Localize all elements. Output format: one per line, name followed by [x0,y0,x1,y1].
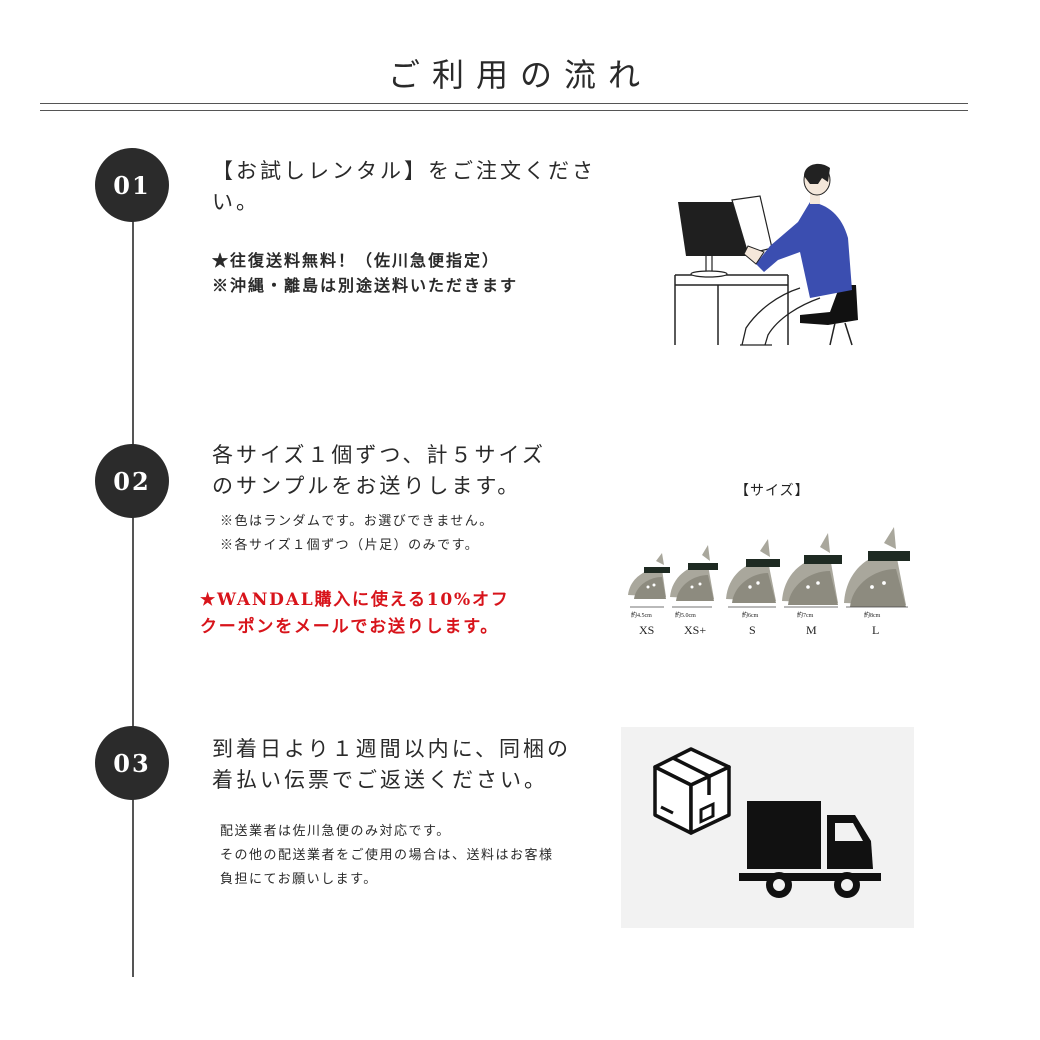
step-3-note-line2: その他の配送業者をご使用の場合は、送料はお客様 [220,848,554,863]
size-label-s: S [749,623,756,637]
size-label-l: L [872,623,880,637]
shipping-illustration-panel [621,727,914,928]
step-2-heading-line1: 各サイズ１個ずつ、計５サイズ [212,443,546,467]
step-1-note-line1: ★往復送料無料！（佐川急便指定） [212,251,501,270]
size-measure-xsplus: 約5.0cm [675,613,696,619]
size-measure-xs: 約4.5cm [631,613,652,619]
step-2-heading: 各サイズ１個ずつ、計５サイズ のサンプルをお送りします。 [212,440,546,502]
step-2-heading-line2: のサンプルをお送りします。 [212,474,522,498]
step-3-heading-line2: 着払い伝票でご返送ください。 [212,768,548,792]
step-1-heading-line1: 【お試しレンタル】をご注文くださ [212,159,596,183]
step-number-02: 02 [95,444,169,518]
step-1-heading: 【お試しレンタル】をご注文くださ い。 [212,156,596,218]
person-at-computer-illustration [674,163,858,346]
page-title: ご利用の流れ [387,56,652,94]
size-measure-l: 約8cm [864,613,881,619]
coupon-promo-line2: クーポンをメールでお送りします。 [200,617,500,637]
size-measure-m: 約7cm [797,613,814,619]
box-icon [653,747,731,835]
step-1-note-line2: ※沖縄・離島は別途送料いただきます [212,276,519,295]
size-header: 【サイズ】 [735,483,810,499]
title-divider-top [40,103,968,104]
size-label-m: M [806,623,817,637]
coupon-promo-line1: ★WANDAL購入に使える10%オフ [200,590,510,610]
step-3-heading-line1: 到着日より１週間以内に、同梱の [212,737,571,761]
step-number-03: 03 [95,726,169,800]
size-label-xsplus: XS+ [684,623,707,637]
step-1-heading-line2: い。 [212,190,260,214]
truck-icon [739,801,881,898]
step-1-note: ★往復送料無料！（佐川急便指定） ※沖縄・離島は別途送料いただきます [212,248,518,298]
sandal-image [628,527,910,608]
timeline-line [132,185,134,977]
step-3-heading: 到着日より１週間以内に、同梱の 着払い伝票でご返送ください。 [212,734,571,796]
size-measure-s: 約6cm [742,613,759,619]
size-label-xs: XS [639,623,655,637]
step-2-note-line2: ※各サイズ１個ずつ（片足）のみです。 [220,538,480,553]
coupon-promo: ★WANDAL購入に使える10%オフ クーポンをメールでお送りします。 [200,587,510,641]
title-divider-bottom [40,110,968,111]
step-3-note-line1: 配送業者は佐川急便のみ対応です。 [220,824,451,839]
step-2-note: ※色はランダムです。お選びできません。 ※各サイズ１個ずつ（片足）のみです。 [220,510,494,558]
step-3-note: 配送業者は佐川急便のみ対応です。 その他の配送業者をご使用の場合は、送料はお客様… [220,820,554,892]
step-number-01: 01 [95,148,169,222]
step-2-note-line1: ※色はランダムです。お選びできません。 [220,514,494,529]
step-3-note-line3: 負担にてお願いします。 [220,872,378,887]
